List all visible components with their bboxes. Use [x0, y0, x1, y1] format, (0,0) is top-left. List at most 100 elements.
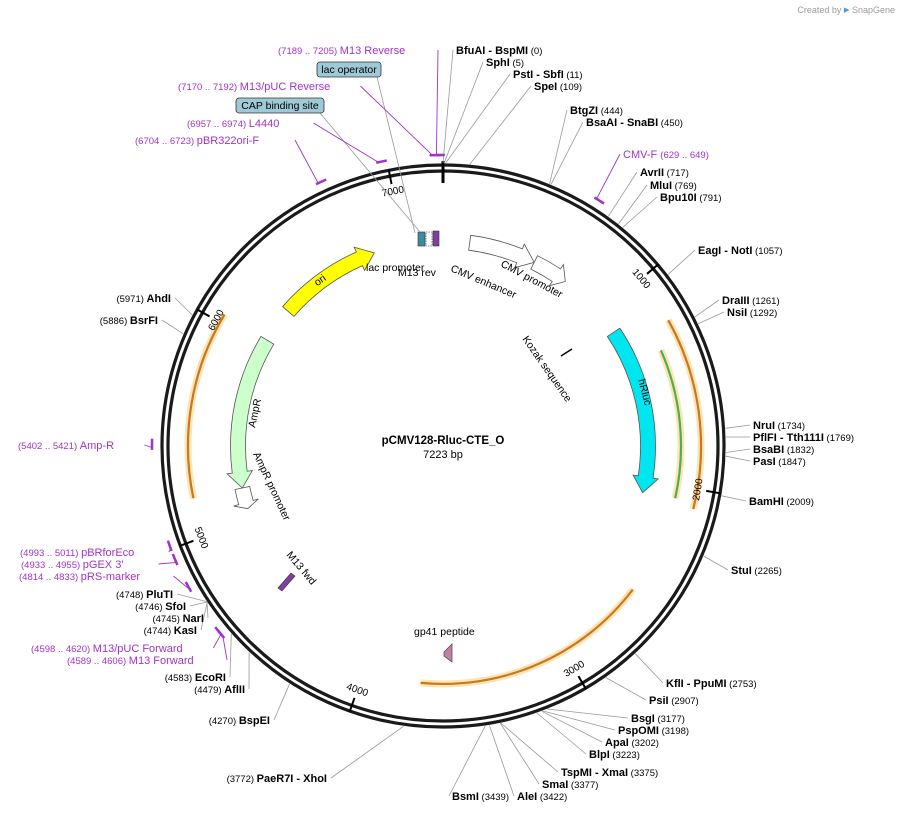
site-bsmi[interactable]: BsmI (3439)	[448, 725, 509, 803]
site-leader-line	[542, 710, 616, 731]
site-bsrfi[interactable]: (5886) BsrFI	[100, 315, 184, 335]
site-bsgi[interactable]: BsgI (3177)	[547, 708, 685, 725]
site-coord: (769)	[672, 181, 697, 192]
feature-ori[interactable]	[282, 246, 375, 317]
site-ecori[interactable]: (4583) EcoRI	[165, 633, 232, 684]
site-label: ApaI (3202)	[605, 737, 659, 749]
feature-box	[235, 97, 325, 114]
site-paer7i[interactable]: (3772) PaeR7I - XhoI	[227, 725, 404, 785]
site-bsabi[interactable]: BsaBI (1832)	[725, 444, 814, 456]
site-coord: (5)	[510, 58, 524, 69]
site-alei[interactable]: AleI (3422)	[489, 725, 567, 803]
site-coord: (1734)	[775, 421, 805, 432]
site-coord: (3198)	[659, 726, 689, 737]
site-draiii[interactable]: DraIII (1261)	[694, 295, 780, 318]
feature-lac-promoter[interactable]	[417, 231, 433, 247]
primer-pbr322ori-f[interactable]: (6704 .. 6723) pBR322ori-F	[135, 135, 327, 186]
feature-ampr[interactable]	[226, 335, 275, 489]
site-leader-line	[634, 653, 664, 684]
primer-binding-mark	[166, 540, 173, 552]
site-stui[interactable]: StuI (2265)	[703, 555, 782, 577]
site-leader-line	[694, 299, 720, 318]
feature-cmv-enhancer[interactable]	[468, 234, 535, 269]
site-ahdi[interactable]: (5971) AhdI	[116, 293, 193, 316]
site-leader-line	[547, 708, 629, 719]
primer-amp-r[interactable]: (5402 .. 5421) Amp-R	[18, 438, 154, 452]
site-label: SphI (5)	[486, 57, 524, 69]
site-spei[interactable]: SpeI (109)	[469, 81, 582, 165]
site-bpu10i[interactable]: Bpu10I (791)	[622, 192, 722, 228]
site-tspmi[interactable]: TspMI - XmaI (3375)	[500, 722, 658, 779]
primer-binding-mark	[376, 159, 387, 165]
site-dash: -	[485, 45, 495, 57]
orf-arc-hrluc-green	[659, 349, 683, 499]
feature-hrluc[interactable]	[606, 327, 660, 494]
feature-kozak-sequence[interactable]	[560, 348, 573, 357]
site-name-2: NotI	[731, 245, 752, 257]
site-btgzi[interactable]: BtgZI (444)	[549, 105, 623, 184]
feature-cmv-promoter[interactable]	[530, 255, 566, 287]
site-pluti[interactable]: (4748) PluTI	[116, 589, 207, 602]
site-kasi[interactable]: (4744) KasI	[144, 602, 208, 637]
site-pspomi[interactable]: PspOMI (3198)	[542, 710, 689, 737]
site-smai[interactable]: SmaI (3377)	[499, 722, 598, 791]
site-leader-line	[469, 85, 532, 165]
primer-pbrforeco[interactable]: (4993 .. 5011) pBRforEco	[20, 540, 173, 559]
primer-l4440[interactable]: (6957 .. 6974) L4440	[187, 118, 387, 165]
site-psti[interactable]: PstI - SbfI (11)	[445, 69, 583, 164]
site-label: BlpI (3223)	[589, 749, 640, 761]
site-coord: (4583)	[165, 673, 195, 684]
boxed-feature-lac-operator[interactable]: lac operator	[316, 61, 416, 234]
site-blpi[interactable]: BlpI (3223)	[536, 712, 640, 761]
primer-pgex-3-[interactable]: (4933 .. 4955) pGEX 3'	[21, 553, 179, 571]
site-sphi[interactable]: SphI (5)	[443, 57, 524, 164]
site-coord: (1847)	[776, 457, 806, 468]
feature-m13-rev[interactable]	[432, 230, 440, 247]
site-coord: (1261)	[750, 296, 780, 307]
primer-prs-marker[interactable]: (4814 .. 4833) pRS-marker	[19, 571, 193, 593]
site-label: PstI - SbfI (11)	[513, 69, 583, 81]
site-nsii[interactable]: NsiI (1292)	[698, 307, 777, 325]
site-name: BspEI	[239, 715, 270, 727]
primer-name: L4440	[249, 118, 280, 130]
tick-label: 4000	[345, 682, 370, 700]
site-psii[interactable]: PsiI (2907)	[605, 677, 699, 708]
feature-gp41-peptide[interactable]	[443, 643, 453, 663]
site-bspei[interactable]: (4270) BspEI	[209, 683, 290, 727]
site-pflfi[interactable]: PflFI - Tth111I (1769)	[725, 432, 854, 444]
feature-arrow	[606, 327, 660, 494]
feature-ampr-promoter[interactable]	[233, 485, 259, 510]
primer-leader-line	[168, 548, 172, 553]
site-pasi[interactable]: PasI (1847)	[725, 455, 806, 468]
backbone-layer	[160, 161, 726, 729]
boxed-feature-cap-binding-site[interactable]: CAP binding site	[235, 97, 421, 233]
site-leader-line	[189, 601, 207, 607]
site-leader-line	[500, 722, 559, 773]
site-eagi[interactable]: EagI - NotI (1057)	[667, 245, 783, 275]
site-leader-line	[550, 121, 584, 185]
site-mlui[interactable]: MluI (769)	[618, 180, 697, 225]
site-avrii[interactable]: AvrII (717)	[607, 167, 689, 217]
primer-range: (6704 .. 6723)	[135, 136, 197, 147]
site-nrui[interactable]: NruI (1734)	[725, 420, 805, 432]
primer-range: (629 .. 649)	[660, 150, 709, 161]
site-aflii[interactable]: (4479) AflII	[194, 652, 250, 696]
primer-cmv-f[interactable]: CMV-F (629 .. 649)	[593, 149, 709, 205]
site-name: ApaI	[605, 737, 629, 749]
site-name: PsiI	[649, 695, 669, 707]
site-bsaai[interactable]: BsaAI - SnaBI (450)	[550, 117, 683, 185]
primer-m13-puc-reverse[interactable]: (7170 .. 7192) M13/pUC Reverse	[178, 81, 442, 157]
site-name: MluI	[650, 180, 672, 192]
site-sfoi[interactable]: (4746) SfoI	[135, 601, 207, 613]
primer-range: (4993 .. 5011)	[20, 548, 81, 559]
primer-m13-forward[interactable]: (4589 .. 4606) M13 Forward	[67, 629, 228, 667]
site-kfli[interactable]: KflI - PpuMI (2753)	[634, 653, 757, 690]
feature-m13-fwd[interactable]	[277, 572, 296, 592]
site-apai[interactable]: ApaI (3202)	[541, 710, 659, 749]
site-bamhi[interactable]: BamHI (2009)	[721, 495, 814, 508]
site-nari[interactable]: (4745) NarI	[152, 602, 209, 625]
site-bfuai[interactable]: BfuAI - BspMI (0)	[442, 45, 542, 164]
site-label: BtgZI (444)	[570, 105, 623, 117]
